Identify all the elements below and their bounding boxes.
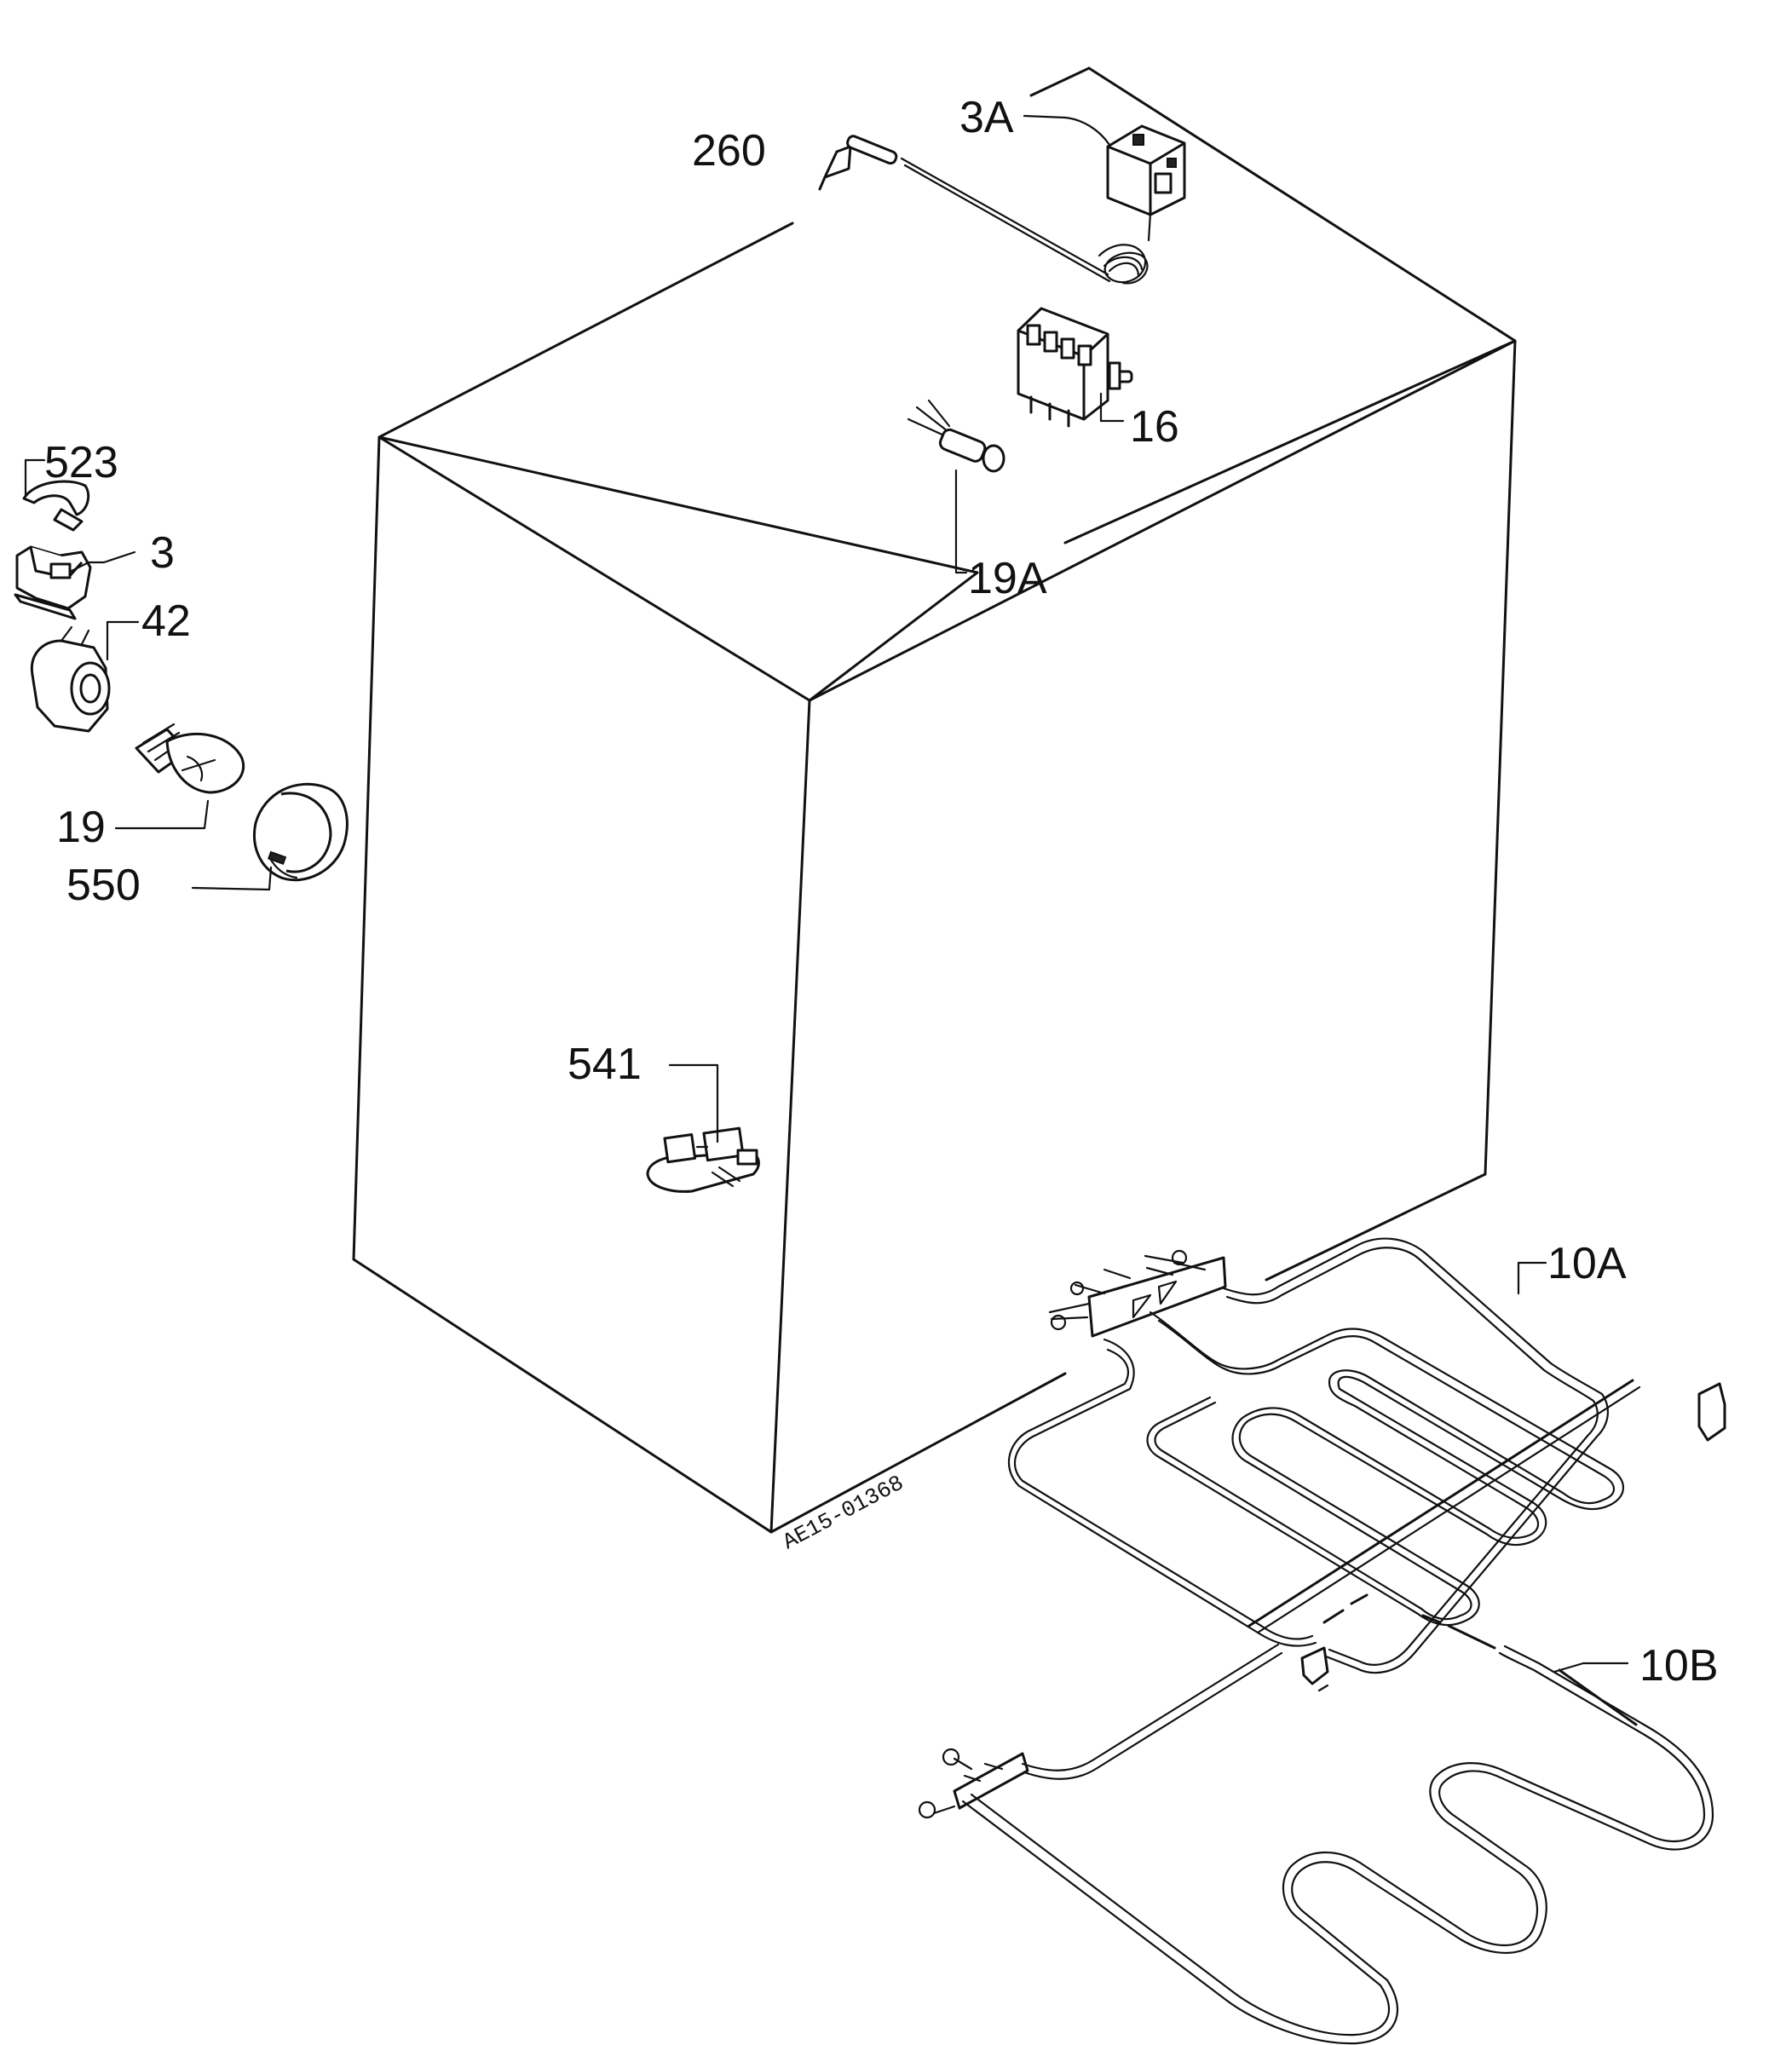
thermostat-3a xyxy=(1098,124,1186,285)
label-3a: 3A xyxy=(959,93,1014,142)
label-10a: 10A xyxy=(1547,1239,1627,1288)
cabinet-outline xyxy=(352,66,1517,1534)
door-switch-541 xyxy=(646,1126,760,1193)
label-260: 260 xyxy=(692,126,766,176)
lamp-bulb-19 xyxy=(135,723,245,794)
lamp-holder-3 xyxy=(14,545,92,620)
label-19a: 19A xyxy=(968,554,1047,603)
drawing-code: AE15-01368 xyxy=(779,1470,908,1555)
label-10b: 10B xyxy=(1639,1641,1719,1691)
part-labels: 260 3A 16 19A 523 3 42 19 550 541 10A 10… xyxy=(44,93,1719,1691)
lamp-cover-550 xyxy=(253,782,349,882)
thermostat-probe-260 xyxy=(818,135,1111,283)
label-42: 42 xyxy=(141,596,191,646)
bottom-element-10b xyxy=(918,1593,1714,2045)
signal-lamp-19a xyxy=(907,399,1005,473)
leader-lines xyxy=(24,114,1629,1673)
label-19: 19 xyxy=(56,803,106,852)
selector-switch-16 xyxy=(1017,307,1133,428)
label-541: 541 xyxy=(568,1040,642,1089)
grill-element-10a xyxy=(1007,1237,1726,1692)
label-16: 16 xyxy=(1130,402,1179,452)
label-523: 523 xyxy=(44,438,118,487)
lamp-socket-42 xyxy=(30,625,111,733)
label-3: 3 xyxy=(150,528,175,578)
clip-523 xyxy=(22,480,90,532)
label-550: 550 xyxy=(66,861,141,910)
